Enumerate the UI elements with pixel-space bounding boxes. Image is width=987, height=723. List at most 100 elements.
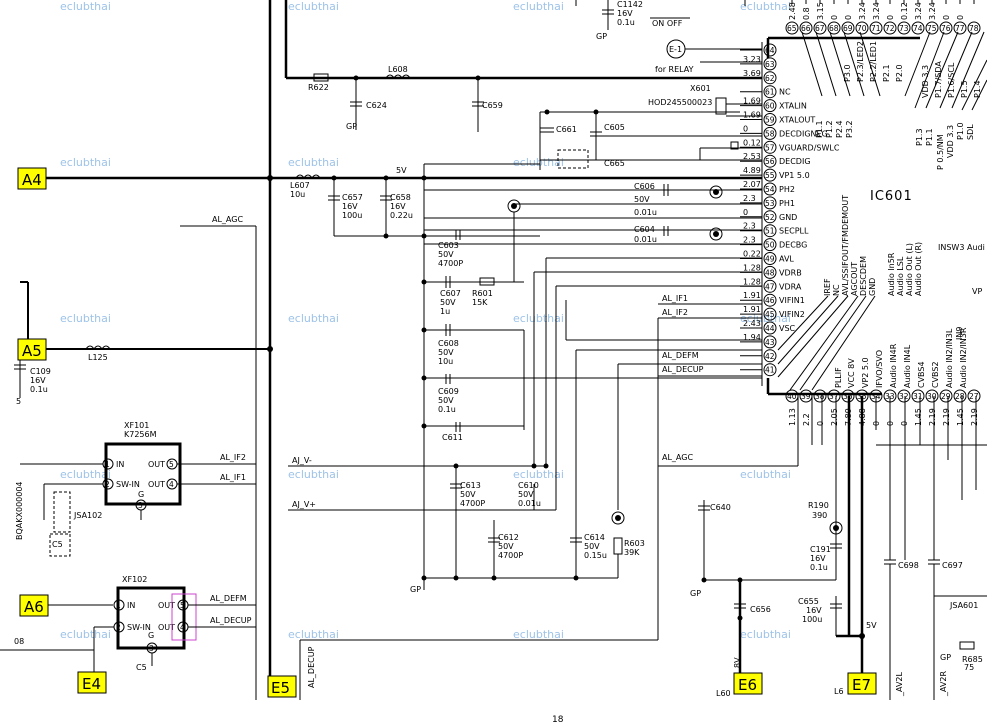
ic-top-signal: P2.3/LED2	[856, 41, 865, 82]
pll-caps: C606 50V 0.01u C604 C603 50V 4700P 0.01u	[424, 182, 762, 282]
r622-symbol	[313, 73, 329, 82]
c697-ref: C697	[942, 561, 963, 570]
watermark: eclubthai	[513, 156, 564, 169]
ic-bottom-sig: VCC 8V	[847, 358, 856, 388]
l125-symbol	[85, 345, 111, 350]
ic-pin	[911, 389, 925, 403]
ic-pin	[855, 389, 869, 403]
c659-label: C659	[482, 101, 503, 110]
ic-pin-voltage: 0	[942, 15, 951, 20]
ic-pin-signal: PH2	[779, 185, 795, 194]
ic-pin-signal: SECPLL	[779, 227, 809, 236]
l125-label: L125	[88, 353, 108, 362]
ic-pin-voltage: 1.69	[743, 111, 761, 120]
c655-v: 16V	[806, 606, 822, 615]
ic-pin-voltage: 3.69	[743, 69, 761, 78]
ic-pin-voltage: 2.3	[743, 194, 756, 203]
ic-pin-number: 65	[787, 24, 797, 33]
connector-a5-label: A5	[22, 342, 42, 360]
ic-insw3: INSW3 Audi	[938, 243, 985, 252]
ic-pin-voltage: 1.28	[743, 277, 761, 286]
al-decup-label: AL_DECUP	[662, 365, 704, 374]
ic-pin-number: 69	[843, 24, 853, 33]
ic-pin-number: 29	[941, 392, 951, 401]
ic-pin-voltage: 0	[743, 208, 748, 217]
c609-val: 0.1u	[438, 405, 456, 414]
ic-top-signal: P2.0	[895, 64, 904, 82]
c610-ref: C610	[518, 481, 539, 490]
ic-pin	[763, 99, 777, 113]
svg-text:5: 5	[180, 601, 185, 610]
ic-pin-signal: VDRB	[779, 268, 802, 277]
ic-pin-voltage: 3.24	[858, 2, 867, 20]
ic-bottom-sig: Audio IN2/IN3L	[945, 328, 954, 388]
ic-top-signal: P2.1	[882, 64, 891, 82]
svg-text:4: 4	[180, 623, 185, 632]
ic-top-signal: P2.4	[835, 120, 844, 138]
watermark: eclubthai	[740, 0, 791, 13]
l608-symbol	[385, 74, 411, 79]
watermarks: eclubthai eclubthai eclubthai eclubthai …	[60, 0, 791, 641]
ic-top-signal: P2.2/LED1	[869, 41, 878, 82]
ic-pin-voltage: 0	[743, 124, 748, 133]
ic-pin-voltage: 1.69	[743, 97, 761, 106]
gp-label: GP	[690, 589, 701, 598]
num-08: 08	[14, 637, 24, 646]
r622-label: R622	[308, 83, 329, 92]
c613-val: 4700P	[460, 499, 485, 508]
ic-pin-number: 58	[765, 129, 775, 138]
bqa-label: BQAKX000004	[15, 481, 24, 540]
svg-text:3: 3	[138, 501, 143, 510]
l60-label: L60	[716, 689, 731, 698]
r601-ref: R601	[472, 289, 493, 298]
ic-top-signal: P1.5	[960, 80, 969, 98]
ic-pin	[925, 389, 939, 403]
ic-pin-number: 43	[765, 338, 775, 347]
ic-pin-number: 64	[765, 46, 775, 55]
ic-pin-voltage: 0	[956, 15, 965, 20]
l6-label: L6	[834, 687, 844, 696]
ic-pin-signal: VDRA	[779, 282, 802, 291]
xf101-in: IN	[116, 460, 124, 469]
ic-pin	[827, 21, 841, 35]
ic-pin-voltage: 2.3	[743, 236, 756, 245]
ic-pin	[841, 389, 855, 403]
c606-v: 50V	[634, 195, 650, 204]
ic-pin-number: 67	[815, 24, 825, 33]
c612-v: 50V	[498, 542, 514, 551]
ic-pin-number: 74	[913, 24, 923, 33]
ic-pin-number: 61	[765, 88, 775, 97]
ic-pin-voltage: 1.13	[788, 408, 797, 426]
vp1-section: 5V L607 10u C657 16V 100u C658 16V 0.22u	[267, 163, 540, 590]
xf101-swin: SW-IN	[116, 480, 140, 489]
ic-pin	[763, 349, 777, 363]
ic-pin-number: 48	[765, 268, 775, 277]
ic-pin	[763, 140, 777, 154]
ic-pin-voltage: 0	[886, 15, 895, 20]
ic-pin	[897, 21, 911, 35]
ic-pin	[763, 71, 777, 85]
ic-pin-voltage: 1.91	[743, 305, 761, 314]
xf102-out: OUT	[158, 601, 175, 610]
vdr-caps: C607 50V 1u R601 15K C608 50V 10u C609 5…	[421, 258, 762, 578]
svg-text:3: 3	[149, 644, 154, 653]
ic-pin-voltage: 2.43	[743, 319, 761, 328]
ic-side-sig: NC	[832, 284, 841, 296]
al-decup-vertical: AL_DECUP	[307, 646, 316, 688]
al-defm-label: AL_DEFM	[662, 351, 699, 360]
ic-pin	[925, 21, 939, 35]
watermark: eclubthai	[288, 312, 339, 325]
ic-bottom-sig: Audio IN2/IN3R	[959, 327, 968, 388]
xf102-g: G	[148, 631, 154, 640]
ic-pin-voltage: 0.8	[802, 7, 811, 20]
connector-a4	[17, 167, 47, 190]
ic-pin	[763, 210, 777, 224]
watermark: eclubthai	[60, 156, 111, 169]
ic-pin-voltage: 2.05	[830, 408, 839, 426]
ic-pin-number: 57	[765, 143, 775, 152]
ic-pin	[763, 224, 777, 238]
ic-audio-sig: Audio In5R	[887, 252, 896, 296]
gp-label: GP	[346, 122, 357, 131]
c658-val: 0.22u	[390, 211, 413, 220]
